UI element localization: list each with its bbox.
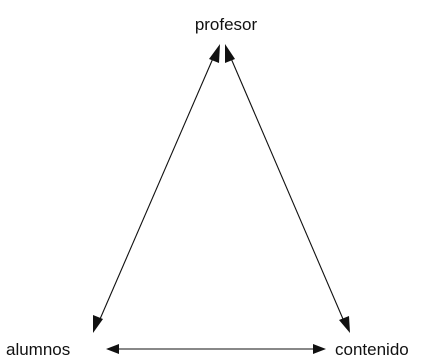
arrowhead-alumnos-bottom xyxy=(106,344,119,354)
arrowhead-profesor-right xyxy=(225,44,235,63)
arrowhead-profesor xyxy=(209,44,220,63)
edge-alumnos-contenido xyxy=(106,344,326,354)
arrowhead-contenido-bottom xyxy=(313,344,326,354)
arrowhead-alumnos xyxy=(93,315,103,333)
node-label-alumnos: alumnos xyxy=(6,340,70,358)
edge-profesor-contenido xyxy=(225,44,350,333)
arrowhead-contenido xyxy=(339,316,350,333)
node-label-profesor: profesor xyxy=(195,15,258,34)
edge-profesor-alumnos xyxy=(93,44,220,333)
node-label-contenido: contenido xyxy=(335,340,409,358)
